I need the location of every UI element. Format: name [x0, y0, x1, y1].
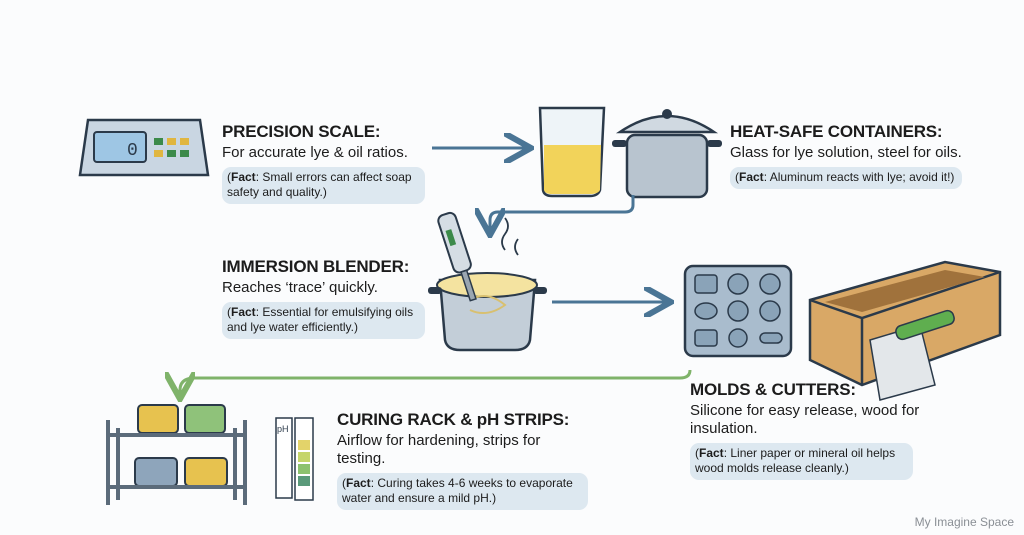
fact-text: : Aluminum reacts with lye; avoid it!): [763, 170, 955, 184]
fact-text: : Essential for emulsifying oils and lye…: [227, 305, 414, 334]
step-heat-safe-containers: HEAT-SAFE CONTAINERS: Glass for lye solu…: [730, 122, 963, 189]
pot-icon: [612, 109, 722, 199]
fact-box: (Fact: Small errors can affect soap safe…: [222, 167, 425, 204]
arrow-4: [180, 369, 692, 396]
fact-text: : Curing takes 4-6 weeks to evaporate wa…: [342, 476, 573, 505]
step-title: PRECISION SCALE:: [222, 122, 381, 141]
step-title: HEAT-SAFE CONTAINERS:: [730, 122, 943, 141]
fact-label: Fact: [346, 476, 371, 490]
step-desc: Reaches ‘trace’ quickly.: [222, 279, 378, 296]
fact-label: Fact: [739, 170, 764, 184]
fact-label: Fact: [231, 305, 256, 319]
wood-mold-icon: [808, 260, 1002, 401]
ph-label: pH: [277, 424, 289, 434]
scale-icon: 0: [78, 118, 210, 177]
beaker-icon: [538, 106, 606, 198]
curing-rack-icon: [106, 404, 247, 505]
step-immersion-blender: IMMERSION BLENDER: Reaches ‘trace’ quick…: [222, 257, 425, 339]
fact-box: (Fact: Aluminum reacts with lye; avoid i…: [730, 167, 963, 189]
fact-box: (Fact: Curing takes 4-6 weeks to evapora…: [337, 473, 588, 510]
step-desc: Silicone for easy release, wood for insu…: [690, 402, 920, 437]
blender-pot-icon: [428, 211, 547, 352]
step-molds-cutters: MOLDS & CUTTERS: Silicone for easy relea…: [690, 380, 930, 480]
step-precision-scale: PRECISION SCALE: For accurate lye & oil …: [222, 122, 425, 204]
step-desc: Airflow for hardening, strips for testin…: [337, 432, 541, 467]
step-desc: For accurate lye & oil ratios.: [222, 144, 408, 161]
fact-box: (Fact: Essential for emulsifying oils an…: [222, 302, 425, 339]
fact-box: (Fact: Liner paper or mineral oil helps …: [690, 443, 913, 480]
ph-strips-icon: pH: [275, 417, 314, 501]
arrow-2: [490, 195, 635, 232]
step-desc: Glass for lye solution, steel for oils.: [730, 144, 962, 161]
watermark: My Imagine Space: [914, 515, 1014, 529]
step-curing-rack: CURING RACK & pH STRIPS: Airflow for har…: [337, 410, 588, 510]
silicone-mold-icon: [683, 264, 793, 358]
fact-text: : Liner paper or mineral oil helps wood …: [695, 446, 896, 475]
fact-label: Fact: [699, 446, 724, 460]
fact-label: Fact: [231, 170, 256, 184]
step-title: CURING RACK & pH STRIPS:: [337, 410, 570, 429]
scale-display: 0: [127, 141, 138, 161]
fact-text: : Small errors can affect soap safety an…: [227, 170, 412, 199]
step-title: MOLDS & CUTTERS:: [690, 380, 856, 399]
step-title: IMMERSION BLENDER:: [222, 257, 410, 276]
